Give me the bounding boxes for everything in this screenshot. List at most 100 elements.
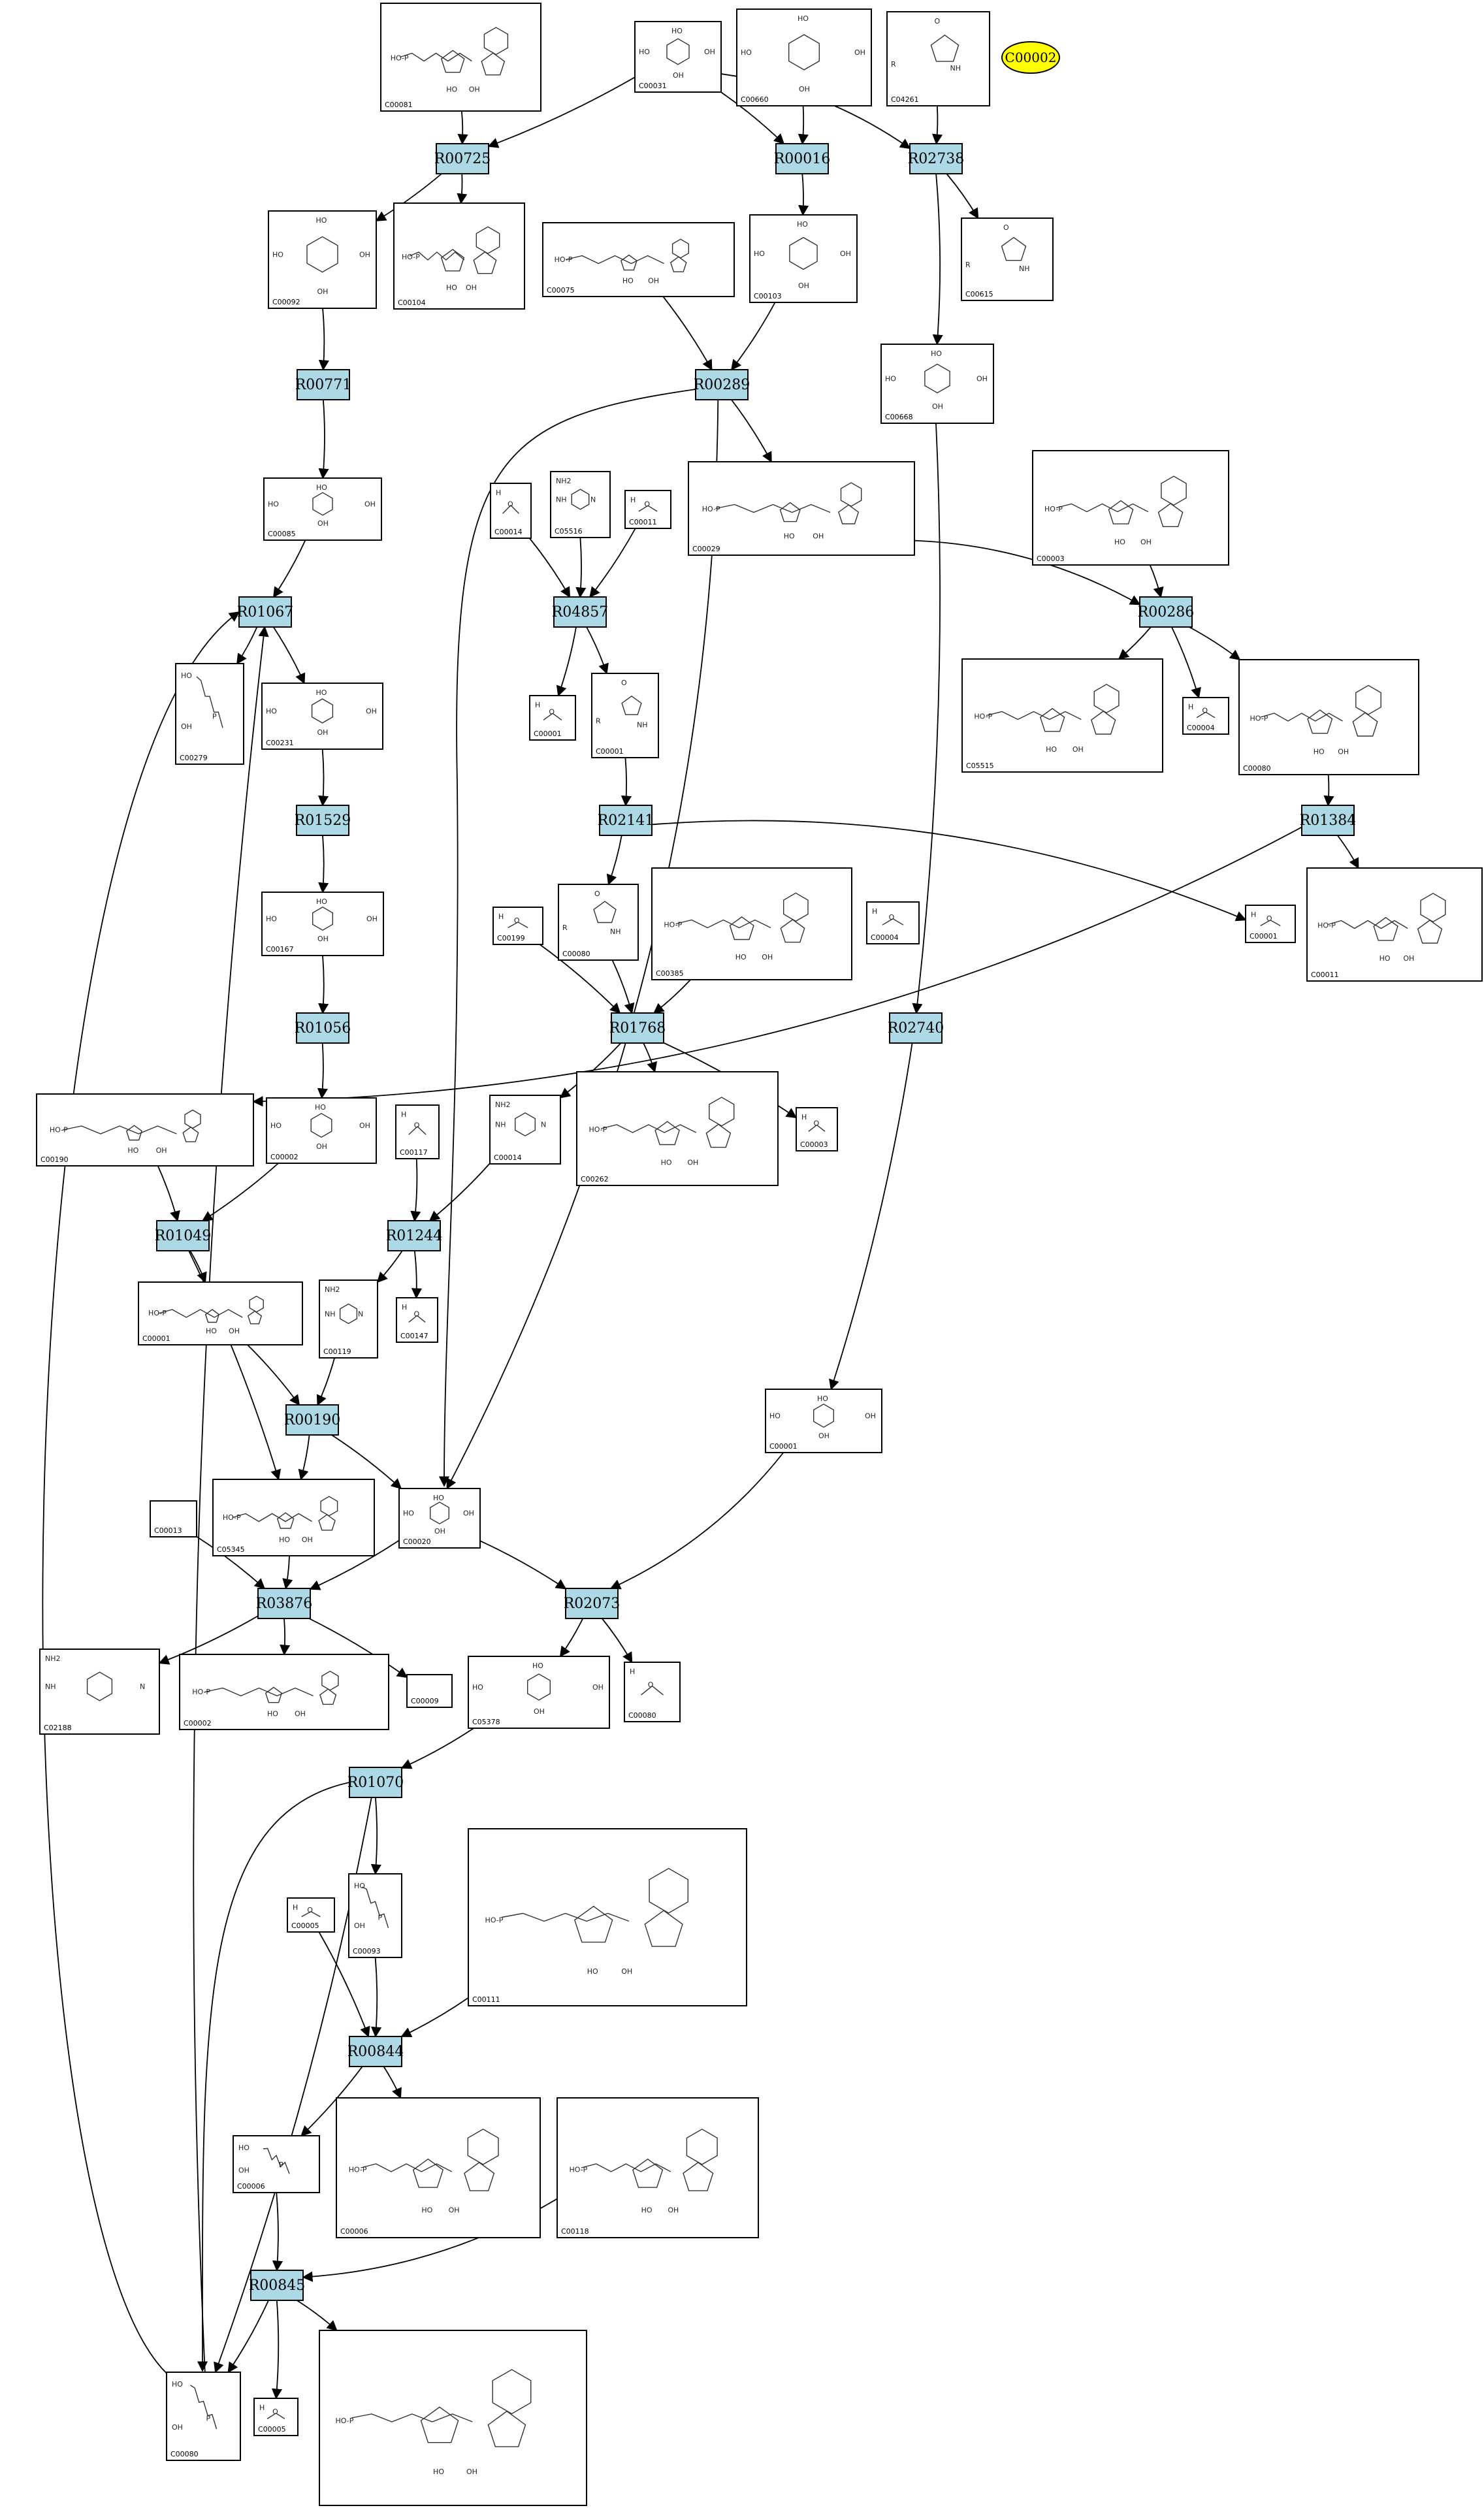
reaction-node[interactable]: R00725 bbox=[434, 143, 491, 174]
compound-box[interactable] bbox=[233, 2135, 320, 2193]
compound-box[interactable] bbox=[489, 1095, 561, 1165]
compound-box[interactable] bbox=[1238, 659, 1419, 775]
reaction-box[interactable] bbox=[238, 596, 292, 628]
compound-box[interactable] bbox=[166, 2372, 241, 2461]
reaction-box[interactable] bbox=[296, 805, 349, 836]
reaction-box[interactable] bbox=[695, 369, 749, 400]
compound-box[interactable] bbox=[1245, 905, 1296, 943]
reaction-node[interactable]: R01070 bbox=[347, 1767, 404, 1798]
reaction-node[interactable]: R03876 bbox=[256, 1588, 313, 1619]
reaction-box[interactable] bbox=[611, 1012, 664, 1044]
compound-box[interactable] bbox=[550, 471, 611, 538]
compound-box[interactable] bbox=[688, 461, 915, 556]
compound-box[interactable] bbox=[765, 1389, 882, 1453]
reaction-node[interactable]: R01067 bbox=[237, 596, 294, 628]
reaction-node[interactable]: R01384 bbox=[1300, 805, 1357, 836]
reaction-node[interactable]: R00771 bbox=[295, 369, 352, 400]
compound-box[interactable] bbox=[591, 673, 659, 758]
compound-box[interactable] bbox=[492, 907, 543, 945]
compound-box[interactable] bbox=[490, 483, 532, 539]
reaction-box[interactable] bbox=[1139, 596, 1193, 628]
compound-box[interactable] bbox=[268, 210, 377, 309]
compound-box[interactable] bbox=[529, 695, 576, 741]
reaction-box[interactable] bbox=[297, 369, 350, 400]
compound-box[interactable] bbox=[736, 8, 872, 106]
compound-box[interactable] bbox=[624, 490, 671, 529]
compound-box[interactable] bbox=[634, 21, 722, 93]
reaction-node[interactable]: R00845 bbox=[249, 2270, 306, 2301]
reaction-box[interactable] bbox=[775, 143, 829, 174]
reaction-node[interactable]: R00286 bbox=[1138, 596, 1195, 628]
compound-box[interactable] bbox=[556, 2097, 759, 2238]
compound-box[interactable] bbox=[395, 1104, 440, 1159]
reaction-box[interactable] bbox=[1301, 805, 1355, 836]
compound-box[interactable] bbox=[796, 1107, 838, 1151]
compound-node[interactable]: C00009 bbox=[406, 1674, 453, 1708]
reaction-box[interactable] bbox=[250, 2270, 304, 2301]
compound-box[interactable] bbox=[336, 2097, 541, 2238]
reaction-node[interactable]: R01244 bbox=[386, 1220, 443, 1251]
reaction-node[interactable]: R00289 bbox=[694, 369, 750, 400]
compound-box[interactable] bbox=[624, 1662, 681, 1722]
compound-box[interactable] bbox=[150, 1500, 197, 1537]
compound-box[interactable] bbox=[261, 683, 383, 750]
compound-box[interactable] bbox=[396, 1297, 438, 1343]
reaction-box[interactable] bbox=[296, 1012, 349, 1044]
compound-box[interactable] bbox=[39, 1649, 160, 1735]
compound-box[interactable] bbox=[179, 1654, 389, 1730]
compound-box[interactable] bbox=[212, 1479, 375, 1556]
compound-box[interactable] bbox=[398, 1488, 481, 1549]
reaction-node[interactable]: R00844 bbox=[347, 2036, 404, 2067]
reaction-box[interactable] bbox=[909, 143, 963, 174]
compound-box[interactable] bbox=[961, 217, 1054, 301]
compound-box[interactable] bbox=[261, 892, 384, 956]
reaction-box[interactable] bbox=[889, 1012, 943, 1044]
reaction-box[interactable] bbox=[436, 143, 489, 174]
reaction-box[interactable] bbox=[156, 1220, 210, 1251]
compound-box[interactable] bbox=[880, 344, 994, 424]
compound-box[interactable] bbox=[1182, 697, 1229, 735]
reaction-node[interactable]: R01049 bbox=[155, 1220, 212, 1251]
reaction-box[interactable] bbox=[349, 2036, 402, 2067]
reaction-box[interactable] bbox=[599, 805, 653, 836]
compound-node[interactable]: C00013 bbox=[150, 1500, 197, 1537]
compound-box[interactable] bbox=[886, 11, 990, 106]
compound-box[interactable] bbox=[175, 663, 244, 765]
reaction-box[interactable] bbox=[387, 1220, 441, 1251]
reaction-box[interactable] bbox=[565, 1588, 619, 1619]
